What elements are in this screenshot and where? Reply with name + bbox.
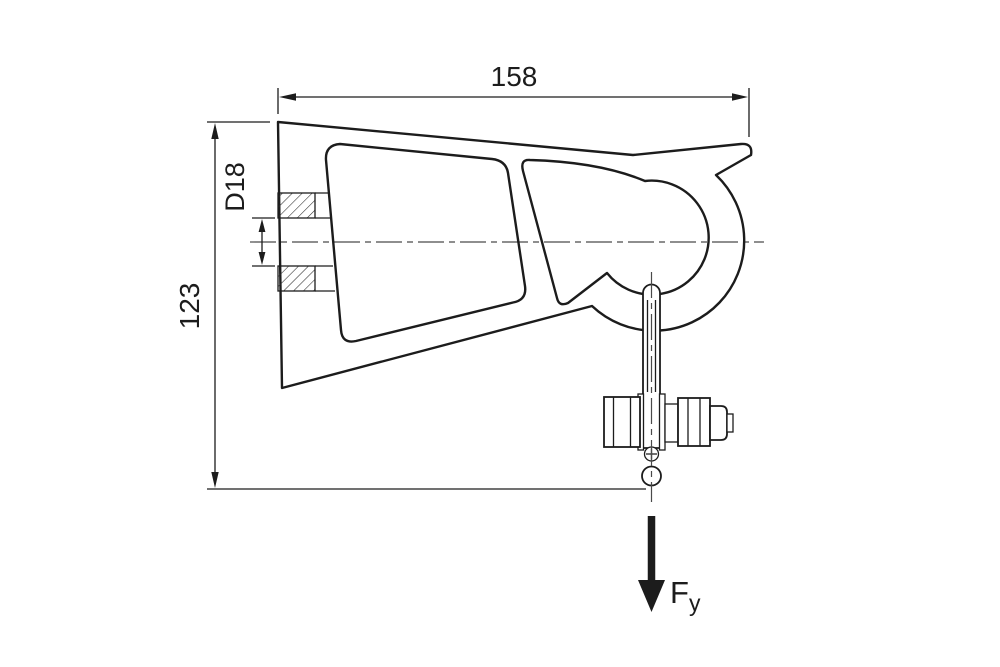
- force-subscript-label: y: [689, 590, 701, 616]
- dimension-width: 158: [277, 61, 750, 137]
- bolt-end-tip: [726, 413, 734, 433]
- bushing-hatch-bottom: [277, 265, 316, 292]
- dimension-height-label: 123: [174, 283, 205, 330]
- washer-right: [658, 393, 666, 451]
- bore-extension-ticks: [252, 217, 275, 267]
- bore-diameter-label: D18: [220, 162, 250, 212]
- dimension-height: 123: [174, 121, 646, 490]
- bolt-end-cap: [709, 405, 728, 441]
- bolt-shank: [664, 403, 679, 443]
- bolt-left-nut: [603, 396, 641, 448]
- left-window-cutout: [324, 142, 527, 343]
- height-arrow-top-icon: [211, 123, 219, 139]
- bolt-right-nut-facets: [687, 398, 701, 446]
- bushing-hatch-top: [277, 192, 316, 219]
- width-extension-lines: [277, 88, 750, 137]
- width-arrow-left-icon: [279, 93, 296, 101]
- bracket-outer-contour: [276, 120, 753, 390]
- clevis-strap-slot: [646, 300, 657, 392]
- height-extension-lines: [207, 121, 646, 490]
- height-arrow-bottom-icon: [211, 472, 219, 488]
- bracket-part: [276, 120, 753, 390]
- bore-arrow-up-icon: [258, 219, 266, 232]
- right-window-cutout: [521, 158, 710, 306]
- width-arrow-right-icon: [732, 93, 748, 101]
- clevis-assembly: [603, 272, 734, 502]
- dimension-bore: D18: [220, 162, 275, 267]
- bolt-right-nut: [677, 397, 711, 447]
- dimension-width-label: 158: [491, 61, 538, 92]
- bolt-left-nut-facets: [612, 397, 632, 447]
- force-annotation: F y: [638, 516, 701, 616]
- bore-edge-lines: [315, 192, 335, 292]
- force-arrowhead-icon: [638, 580, 665, 612]
- force-symbol-label: F: [670, 575, 689, 610]
- bore-arrow-down-icon: [258, 252, 266, 265]
